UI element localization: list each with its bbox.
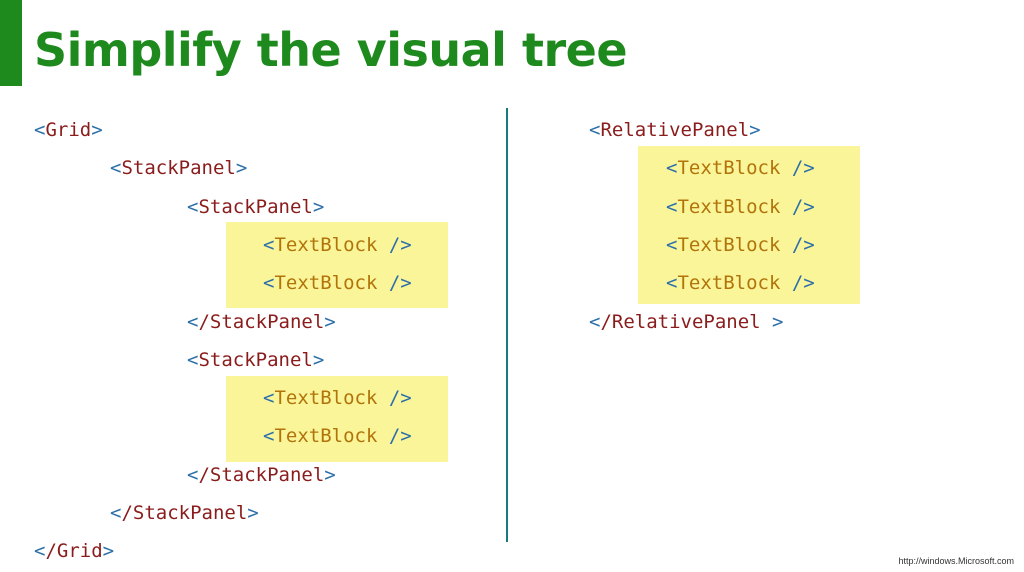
column-divider — [506, 108, 508, 542]
code-line-relativepanel-close: </RelativePanel > — [589, 311, 784, 333]
code-line-stackpanel-2-close: </StackPanel> — [187, 464, 336, 486]
highlight-box-left-bottom — [226, 376, 448, 462]
code-line-stackpanel-1-close: </StackPanel> — [187, 311, 336, 333]
code-line-right-textblock-3: <TextBlock /> — [666, 234, 815, 256]
footer-url: http://windows.Microsoft.com — [898, 556, 1014, 566]
highlight-box-right — [638, 146, 860, 304]
code-line-grid-open: <Grid> — [34, 119, 103, 141]
code-line-stackpanel-2-open: <StackPanel> — [187, 349, 325, 371]
code-line-stackpanel-outer-close: </StackPanel> — [110, 502, 259, 524]
code-line-right-textblock-1: <TextBlock /> — [666, 157, 815, 179]
code-line-stackpanel-1-open: <StackPanel> — [187, 196, 325, 218]
code-line-grid-close: </Grid> — [34, 540, 115, 562]
code-line-textblock-1: <TextBlock /> — [263, 234, 412, 256]
code-line-textblock-4: <TextBlock /> — [263, 425, 412, 447]
title-accent-bar — [0, 0, 22, 86]
code-line-textblock-2: <TextBlock /> — [263, 272, 412, 294]
code-line-right-textblock-2: <TextBlock /> — [666, 196, 815, 218]
slide-title: Simplify the visual tree — [34, 23, 628, 77]
code-line-relativepanel-open: <RelativePanel> — [589, 119, 761, 141]
code-line-right-textblock-4: <TextBlock /> — [666, 272, 815, 294]
highlight-box-left-top — [226, 222, 448, 308]
code-line-stackpanel-outer-open: <StackPanel> — [110, 157, 248, 179]
code-line-textblock-3: <TextBlock /> — [263, 387, 412, 409]
